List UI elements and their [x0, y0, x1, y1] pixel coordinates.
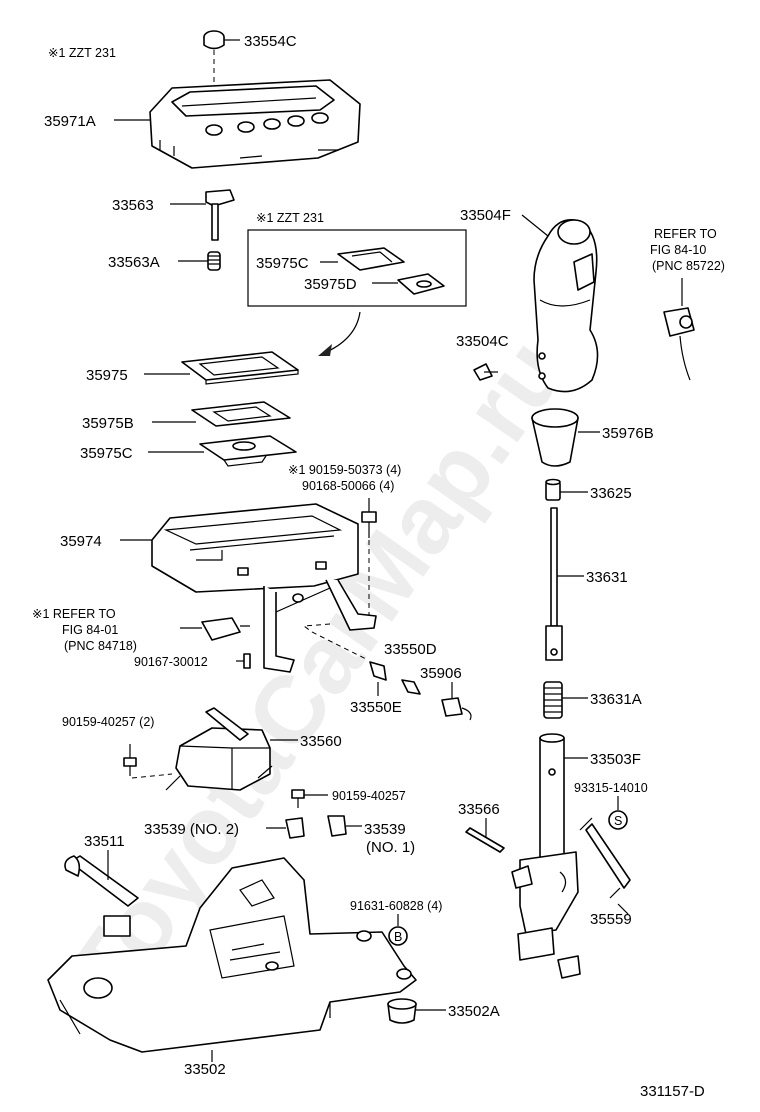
- label-33560: 33560: [300, 733, 342, 750]
- part-33625[interactable]: [545, 478, 588, 501]
- label-91631-60828: 91631-60828 (4): [350, 899, 442, 913]
- ref-84-10-line1: REFER TO: [654, 227, 717, 241]
- part-33550E[interactable]: [369, 661, 387, 696]
- ref-84-10-line2: FIG 84-10: [650, 243, 706, 257]
- label-33550E: 33550E: [350, 699, 402, 716]
- ref-84-01-line3: (PNC 84718): [64, 639, 137, 653]
- label-90159-40257: 90159-40257: [332, 789, 406, 803]
- part-35975[interactable]: [144, 351, 299, 385]
- label-35906: 35906: [420, 665, 462, 682]
- symbol-s: S: [614, 814, 622, 828]
- part-connector-84-10[interactable]: [663, 278, 695, 381]
- label-90167-30012: 90167-30012: [134, 655, 208, 669]
- label-33539-no1: 33539: [364, 821, 406, 838]
- note-zzt-box: ※1 ZZT 231: [256, 211, 324, 225]
- part-33504F[interactable]: [521, 214, 599, 393]
- label-33502: 33502: [184, 1061, 226, 1078]
- part-91631-60828[interactable]: [388, 914, 408, 946]
- label-33566: 33566: [458, 801, 500, 818]
- label-35975: 35975: [86, 367, 128, 384]
- symbol-b: B: [394, 930, 402, 944]
- note-zzt-top: ※1 ZZT 231: [48, 46, 116, 60]
- part-35975D[interactable]: [372, 273, 445, 295]
- part-35971A[interactable]: [114, 79, 361, 169]
- part-33566[interactable]: [465, 818, 505, 853]
- part-33511[interactable]: [64, 850, 139, 907]
- label-33625: 33625: [590, 485, 632, 502]
- label-33631: 33631: [586, 569, 628, 586]
- part-33631A[interactable]: [543, 681, 588, 719]
- part-33563A[interactable]: [178, 251, 221, 271]
- label-33550D: 33550D: [384, 641, 437, 658]
- part-connector-84-01[interactable]: [180, 617, 250, 641]
- label-35975C-box: 35975C: [256, 255, 309, 272]
- part-35976B[interactable]: [531, 408, 600, 467]
- part-33539-no2[interactable]: [266, 817, 305, 839]
- label-90159-50373: ※1 90159-50373 (4): [288, 463, 401, 477]
- label-33563: 33563: [112, 197, 154, 214]
- part-35975C-box[interactable]: [320, 247, 405, 271]
- part-35559[interactable]: [579, 817, 631, 915]
- label-33563A: 33563A: [108, 254, 160, 271]
- label-35974: 35974: [60, 533, 102, 550]
- part-33560[interactable]: [165, 707, 298, 791]
- part-33504C[interactable]: [473, 363, 498, 381]
- part-93315-14010[interactable]: [608, 796, 628, 830]
- label-33504F: 33504F: [460, 207, 511, 224]
- part-35975B[interactable]: [152, 401, 291, 427]
- part-33502[interactable]: [47, 857, 417, 1062]
- label-33502A: 33502A: [448, 1003, 500, 1020]
- label-93315-14010: 93315-14010: [574, 781, 648, 795]
- ref-84-10-line3: (PNC 85722): [652, 259, 725, 273]
- bolt-90159-40257-2[interactable]: [123, 744, 137, 776]
- part-33502A[interactable]: [387, 998, 446, 1024]
- label-35975D: 35975D: [304, 276, 357, 293]
- part-35974[interactable]: [120, 503, 377, 673]
- part-33554C[interactable]: [203, 30, 240, 50]
- arrow-head: [318, 344, 332, 356]
- label-35976B: 35976B: [602, 425, 654, 442]
- part-35906[interactable]: [441, 682, 472, 721]
- part-33563[interactable]: [170, 189, 235, 241]
- label-90168-50066: 90168-50066 (4): [302, 479, 394, 493]
- part-33503F[interactable]: [511, 733, 588, 979]
- part-90167-30012[interactable]: [236, 653, 251, 669]
- label-33504C: 33504C: [456, 333, 509, 350]
- bolt-90159-50373[interactable]: [361, 498, 377, 538]
- part-33539-no1[interactable]: [327, 815, 362, 837]
- label-33511: 33511: [84, 833, 125, 850]
- label-33554C: 33554C: [244, 33, 297, 50]
- part-35975C[interactable]: [148, 435, 297, 467]
- label-90159-40257-2: 90159-40257 (2): [62, 715, 154, 729]
- label-33539-no1-sub: (NO. 1): [366, 839, 415, 856]
- label-33539-no2: 33539 (NO. 2): [144, 821, 239, 838]
- label-35975B: 35975B: [82, 415, 134, 432]
- figure-code: 331157-D: [640, 1083, 705, 1100]
- label-35975C: 35975C: [80, 445, 133, 462]
- ref-84-01-line1: ※1 REFER TO: [32, 607, 116, 621]
- bolt-90159-40257[interactable]: [291, 789, 328, 808]
- part-33550D[interactable]: [401, 679, 421, 695]
- zzt-box: [247, 229, 467, 307]
- label-33503F: 33503F: [590, 751, 641, 768]
- label-35559: 35559: [590, 911, 632, 928]
- part-33631[interactable]: [545, 507, 584, 661]
- label-33631A: 33631A: [590, 691, 642, 708]
- ref-84-01-line2: FIG 84-01: [62, 623, 118, 637]
- label-35971A: 35971A: [44, 113, 96, 130]
